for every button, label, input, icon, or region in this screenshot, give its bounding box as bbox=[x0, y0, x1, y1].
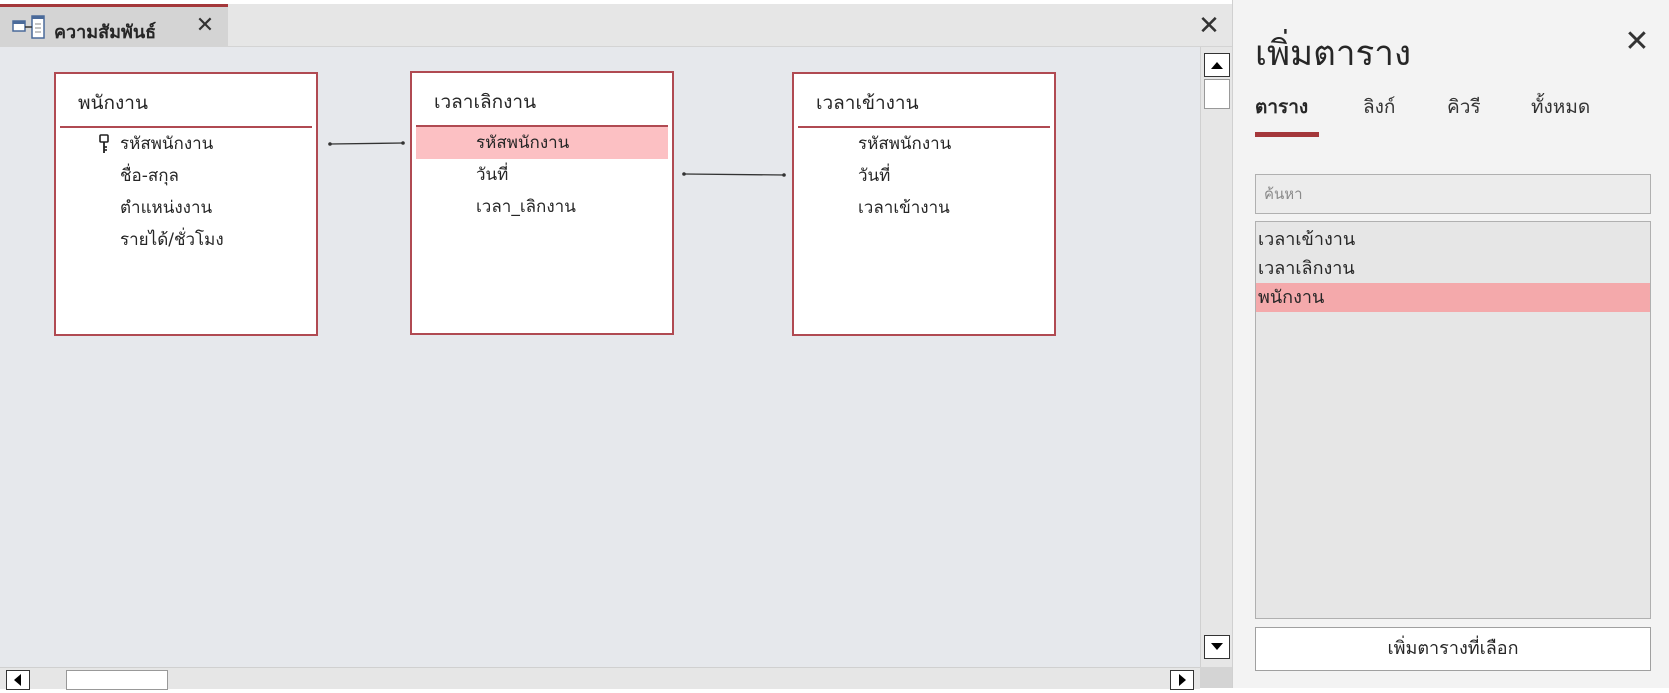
table-field-label: ชื่อ-สกุล bbox=[120, 166, 179, 186]
table-title: พนักงาน bbox=[78, 92, 148, 114]
table-field[interactable]: วันที่ bbox=[798, 160, 1050, 192]
table-list[interactable]: เวลาเข้างาน เวลาเลิกงาน พนักงาน bbox=[1255, 221, 1651, 619]
list-item[interactable]: เวลาเลิกงาน bbox=[1258, 258, 1355, 279]
search-input[interactable] bbox=[1255, 174, 1651, 214]
arrow-up-icon bbox=[1211, 62, 1223, 69]
table-field-label: รายได้/ชั่วโมง bbox=[120, 230, 224, 250]
vertical-scroll-thumb[interactable] bbox=[1204, 79, 1230, 109]
table-field[interactable]: รหัสพนักงาน bbox=[798, 128, 1050, 160]
tab-all[interactable]: ทั้งหมด bbox=[1531, 96, 1591, 118]
key-icon bbox=[99, 134, 109, 153]
table-title: เวลาเลิกงาน bbox=[434, 91, 537, 113]
vertical-scrollbar[interactable] bbox=[1200, 47, 1233, 667]
pane-close-icon[interactable]: ✕ bbox=[1624, 24, 1650, 59]
table-field-list: รหัสพนักงาน วันที่ เวลา_เลิกงาน bbox=[416, 127, 668, 223]
relationship-line-1[interactable] bbox=[328, 141, 405, 146]
pane-title: เพิ่มตาราง bbox=[1255, 34, 1412, 74]
arrow-left-icon bbox=[14, 674, 21, 686]
table-field-label: วันที่ bbox=[858, 166, 891, 186]
table-field-label: วันที่ bbox=[476, 165, 509, 185]
table-field-label: รหัสพนักงาน bbox=[120, 134, 214, 154]
tab-relationships-label: ความสัมพันธ์ bbox=[54, 22, 157, 43]
table-field[interactable]: รหัสพนักงาน bbox=[60, 128, 312, 160]
tab-tables[interactable]: ตาราง bbox=[1255, 96, 1309, 118]
scroll-left-button[interactable] bbox=[6, 670, 30, 690]
relationships-icon bbox=[12, 15, 45, 39]
scroll-down-button[interactable] bbox=[1204, 635, 1230, 659]
table-title-divider bbox=[60, 126, 312, 128]
table-field[interactable]: เวลาเข้างาน bbox=[798, 192, 1050, 224]
document-close-icon[interactable]: ✕ bbox=[1198, 11, 1220, 41]
horizontal-scroll-thumb[interactable] bbox=[66, 670, 168, 690]
table-field-label: เวลา_เลิกงาน bbox=[476, 197, 576, 217]
table-field-label: รหัสพนักงาน bbox=[858, 134, 952, 154]
table-field[interactable]: ตำแหน่งงาน bbox=[60, 192, 312, 224]
table-title-divider bbox=[798, 126, 1050, 128]
pane-tabs: ตาราง ลิงก์ คิวรี ทั้งหมด bbox=[1255, 92, 1655, 140]
table-field-list: รหัสพนักงาน วันที่ เวลาเข้างาน bbox=[798, 128, 1050, 224]
scroll-right-button[interactable] bbox=[1170, 670, 1194, 690]
list-item[interactable]: เวลาเข้างาน bbox=[1258, 229, 1356, 250]
scrollbar-corner bbox=[1200, 667, 1232, 688]
table-field-label: เวลาเข้างาน bbox=[858, 198, 950, 218]
table-window-employee[interactable]: พนักงาน รหัสพนักงาน ชื่อ-สกุล ตำแหน่ง bbox=[54, 72, 318, 336]
table-field[interactable]: ชื่อ-สกุล bbox=[60, 160, 312, 192]
list-item-selected[interactable]: พนักงาน bbox=[1256, 283, 1650, 312]
tab-queries[interactable]: คิวรี bbox=[1447, 96, 1481, 118]
relationships-document: ความสัมพันธ์ ✕ ✕ พนักงาน bbox=[0, 4, 1233, 690]
table-field-selected[interactable]: รหัสพนักงาน bbox=[416, 127, 668, 159]
horizontal-scrollbar[interactable] bbox=[0, 667, 1200, 690]
tab-close-icon[interactable]: ✕ bbox=[195, 13, 215, 38]
table-field-label: ตำแหน่งงาน bbox=[120, 198, 213, 218]
tab-relationships[interactable]: ความสัมพันธ์ ✕ bbox=[0, 4, 228, 46]
arrow-right-icon bbox=[1179, 674, 1186, 686]
table-field[interactable]: วันที่ bbox=[416, 159, 668, 191]
relationship-line-2[interactable] bbox=[682, 172, 786, 177]
active-tab-indicator bbox=[1255, 132, 1319, 137]
table-title-divider bbox=[416, 125, 668, 127]
add-tables-pane: เพิ่มตาราง ✕ ตาราง ลิงก์ คิวรี ทั้งหมด เ… bbox=[1232, 0, 1669, 688]
arrow-down-icon bbox=[1211, 643, 1223, 650]
table-window-clock-in[interactable]: เวลาเข้างาน รหัสพนักงาน วันที่ เวลาเข้าง… bbox=[792, 72, 1056, 336]
table-window-clock-out[interactable]: เวลาเลิกงาน รหัสพนักงาน วันที่ เวลา_เลิก… bbox=[410, 71, 674, 335]
document-tab-strip: ความสัมพันธ์ ✕ bbox=[0, 4, 1232, 47]
scroll-up-button[interactable] bbox=[1204, 53, 1230, 77]
relationships-canvas[interactable]: พนักงาน รหัสพนักงาน ชื่อ-สกุล ตำแหน่ง bbox=[0, 47, 1200, 667]
table-field-label: รหัสพนักงาน bbox=[476, 133, 570, 153]
table-title: เวลาเข้างาน bbox=[816, 92, 919, 114]
table-field[interactable]: เวลา_เลิกงาน bbox=[416, 191, 668, 223]
table-field-list: รหัสพนักงาน ชื่อ-สกุล ตำแหน่งงาน รายได้/… bbox=[60, 128, 312, 256]
relationship-lines bbox=[328, 141, 786, 177]
add-selected-tables-button[interactable]: เพิ่มตารางที่เลือก bbox=[1255, 627, 1651, 671]
tab-links[interactable]: ลิงก์ bbox=[1363, 96, 1396, 118]
table-field[interactable]: รายได้/ชั่วโมง bbox=[60, 224, 312, 256]
